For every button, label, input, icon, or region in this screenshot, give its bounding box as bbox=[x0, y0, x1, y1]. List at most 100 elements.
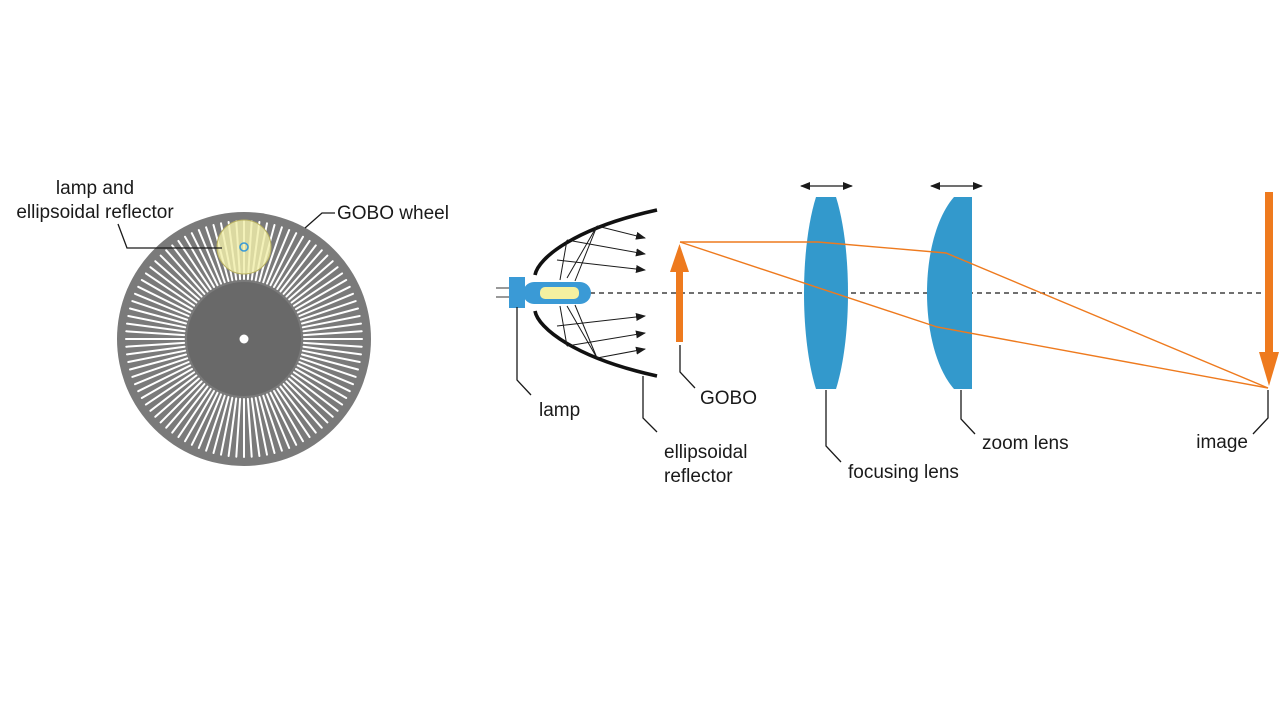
gobo-wheel-slot bbox=[129, 307, 187, 325]
lamp-position-highlight bbox=[216, 219, 272, 275]
focusing-lens-icon bbox=[804, 197, 848, 389]
gobo-wheel-slot bbox=[276, 387, 311, 439]
wheel-lamp-label-line2: ellipsoidal reflector bbox=[16, 202, 174, 223]
gobo-wheel-slot bbox=[149, 374, 198, 412]
lamp-position-marker-icon bbox=[239, 242, 249, 252]
gobo-wheel-slot bbox=[227, 397, 238, 457]
gobo-wheel-leader bbox=[304, 212, 335, 229]
gobo-wheel-slot bbox=[165, 249, 206, 295]
gobo-wheel-slot bbox=[292, 272, 344, 307]
gobo-wheel-slot bbox=[295, 279, 348, 310]
gobo-wheel-slot bbox=[292, 371, 344, 406]
focusing-lens-leader bbox=[825, 390, 842, 463]
gobo-wheel-slot bbox=[298, 292, 354, 317]
gobo-wheel-slot bbox=[250, 397, 261, 457]
gobo-wheel-slot bbox=[144, 371, 196, 406]
gobo-wheel-slot bbox=[301, 349, 361, 363]
gobo-wheel-slot bbox=[299, 300, 357, 321]
gobo-wheel-slot bbox=[301, 353, 359, 371]
gobo-wheel-slot bbox=[171, 385, 209, 434]
gobo-wheel-slot bbox=[197, 229, 222, 285]
gobo-wheel-slot bbox=[184, 235, 215, 288]
gobo-wheel-slot bbox=[159, 254, 203, 298]
gobo-wheel-slot bbox=[290, 374, 339, 412]
gobo-wheel-axle bbox=[239, 334, 249, 344]
gobo-wheel-slot bbox=[302, 322, 362, 333]
gobo-wheel-slot bbox=[269, 232, 298, 287]
gobo-wheel-slot bbox=[302, 341, 363, 348]
down-arrow-icon bbox=[1259, 192, 1279, 386]
image-leader bbox=[1252, 390, 1269, 435]
gobo-wheel-slot bbox=[302, 330, 363, 337]
gobo-wheel-slot bbox=[282, 249, 323, 295]
gobo-wheel-slot bbox=[301, 307, 359, 325]
gobo-wheel-slot bbox=[288, 377, 334, 418]
gobo-wheel-slot bbox=[302, 345, 362, 356]
wheel-lamp-label-line1: lamp and bbox=[56, 178, 134, 199]
gobo-wheel-slot bbox=[177, 387, 212, 439]
gobo-wheel-slot bbox=[134, 361, 190, 386]
reflector-leader bbox=[642, 376, 658, 433]
gobo-wheel-slot bbox=[149, 266, 198, 304]
zoom-lens-icon bbox=[927, 197, 972, 389]
lamp-icon bbox=[496, 277, 591, 308]
gobo-wheel-slot bbox=[125, 330, 186, 337]
gobo-wheel-slot bbox=[279, 385, 317, 434]
gobo-wheel-slot bbox=[212, 396, 230, 454]
focusing-lens-label: focusing lens bbox=[848, 462, 959, 483]
lamp-leader bbox=[516, 307, 532, 396]
gobo-wheel-slot bbox=[285, 380, 329, 424]
gobo-wheel-slot bbox=[140, 279, 193, 310]
gobo-wheel-slot bbox=[220, 396, 234, 456]
gobo-wheel-label: GOBO wheel bbox=[337, 203, 449, 224]
gobo-wheel-slot bbox=[246, 397, 253, 458]
gobo-wheel-slot bbox=[137, 364, 192, 393]
gobo-wheel-slot bbox=[301, 315, 361, 329]
up-arrow-icon bbox=[670, 244, 689, 342]
gobo-wheel-slot bbox=[205, 226, 226, 284]
gobo-wheel-slot bbox=[197, 393, 222, 449]
gobo-wheel-slot bbox=[266, 393, 291, 449]
gobo-wheel-slot bbox=[262, 226, 283, 284]
gobo-wheel-slot bbox=[177, 239, 212, 291]
gobo-wheel-slot bbox=[290, 266, 339, 304]
gobo-wheel-slot bbox=[127, 349, 187, 363]
gobo-wheel-slot bbox=[137, 285, 192, 314]
reflector-label-line2: reflector bbox=[664, 466, 733, 487]
gobo-wheel-slot bbox=[126, 322, 186, 333]
gobo-wheel-slot bbox=[295, 368, 348, 399]
reflector-rays bbox=[556, 225, 646, 359]
zoom-lens-label: zoom lens bbox=[982, 433, 1069, 454]
gobo-wheel-slot bbox=[273, 390, 304, 443]
gobo-wheel-slot bbox=[144, 272, 196, 307]
gobo-wheel-slot bbox=[299, 357, 357, 378]
gobo-wheel-slot bbox=[126, 345, 186, 356]
gobo-wheel-slot bbox=[273, 235, 304, 288]
gobo-wheel-slot bbox=[296, 364, 351, 393]
zoom-lens-leader bbox=[960, 390, 976, 435]
gobo-wheel-slot bbox=[266, 229, 291, 285]
gobo-wheel-slot bbox=[235, 397, 242, 458]
gobo-label: GOBO bbox=[700, 388, 757, 409]
gobo-wheel-slot bbox=[190, 232, 219, 287]
gobo-wheel-slot bbox=[258, 396, 276, 454]
image-label: image bbox=[1196, 432, 1248, 453]
gobo-wheel-slot bbox=[262, 394, 283, 452]
gobo-wheel-slot bbox=[129, 353, 187, 371]
gobo-wheel-slot bbox=[288, 260, 334, 301]
gobo-leader bbox=[679, 345, 696, 389]
gobo-wheel-slot bbox=[140, 368, 193, 399]
gobo-wheel-icon bbox=[117, 212, 371, 466]
gobo-wheel-slot bbox=[134, 292, 190, 317]
gobo-wheel-slot bbox=[171, 244, 209, 293]
gobo-wheel-slot bbox=[282, 383, 323, 429]
lamp-label: lamp bbox=[539, 400, 580, 421]
gobo-wheel-slot bbox=[298, 361, 354, 386]
gobo-wheel-slot bbox=[154, 377, 200, 418]
gobo-wheel-slot bbox=[159, 380, 203, 424]
gobo-wheel-slot bbox=[285, 254, 329, 298]
gobo-wheel-slot bbox=[131, 300, 189, 321]
wheel-lamp-leader bbox=[117, 223, 222, 249]
gobo-wheel-slot bbox=[205, 394, 226, 452]
